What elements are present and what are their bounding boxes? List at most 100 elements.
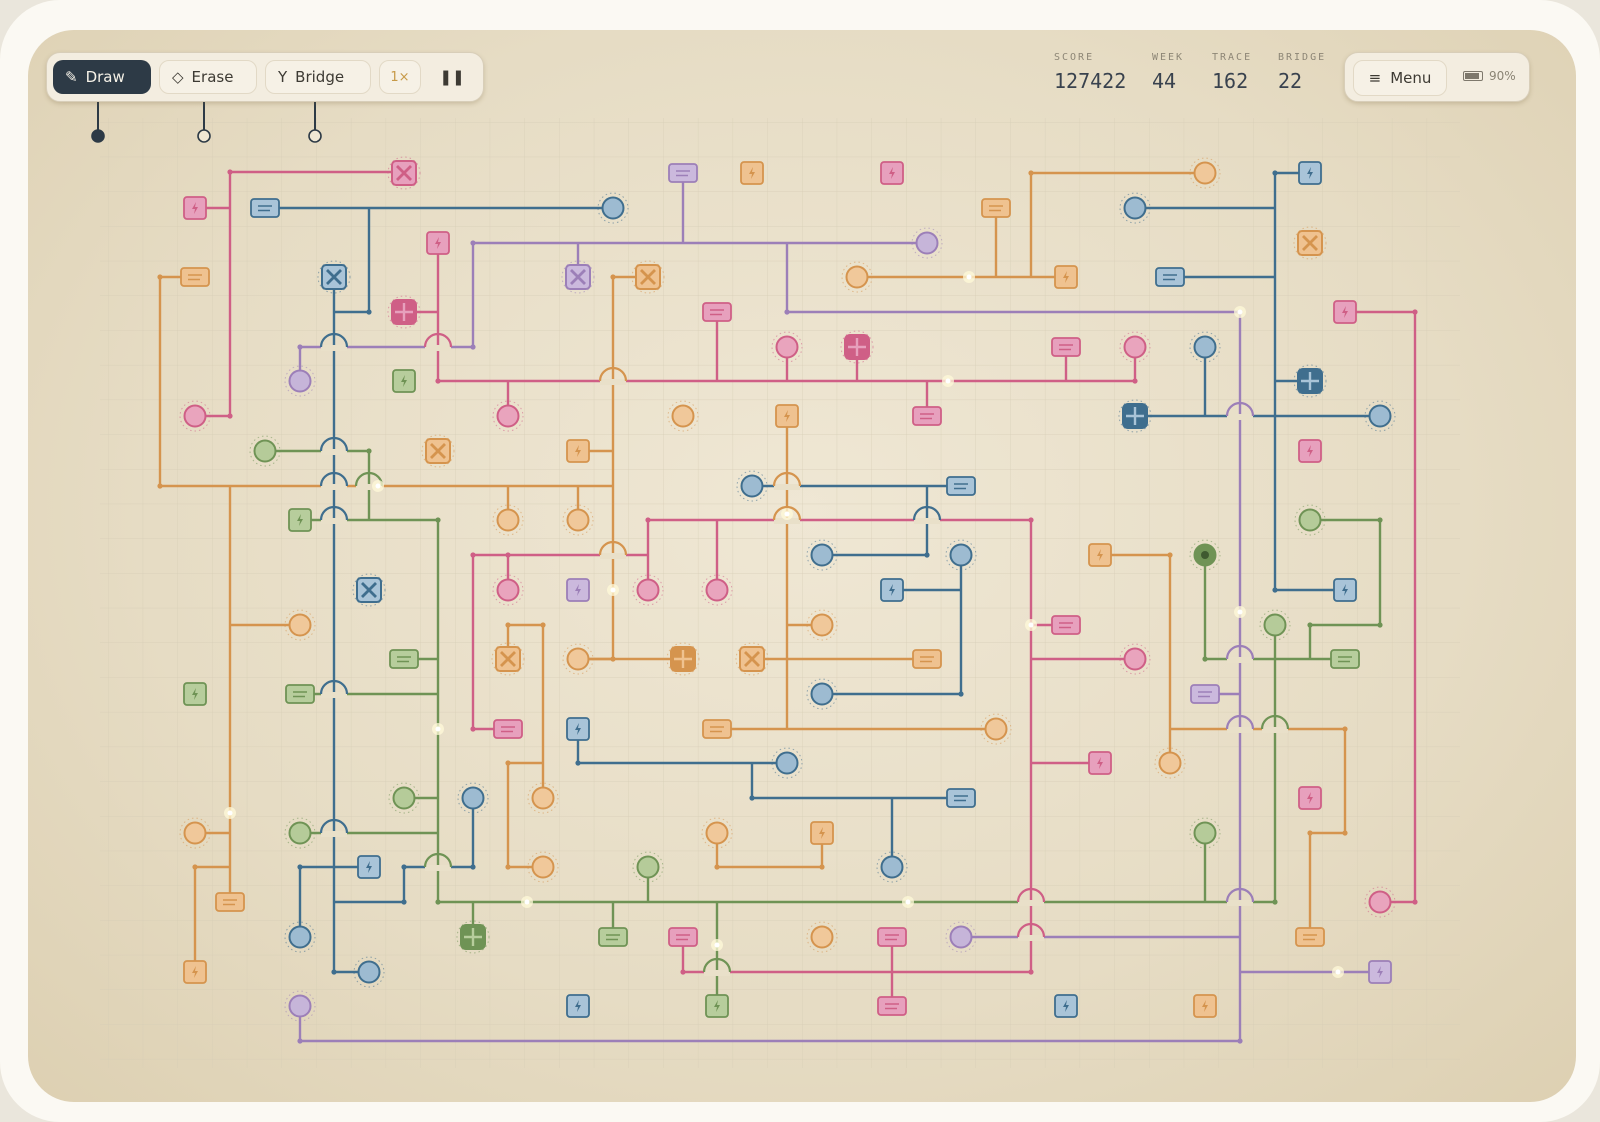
- server-icon[interactable]: [946, 788, 976, 808]
- bolt-icon[interactable]: [566, 439, 590, 463]
- station-node[interactable]: [1364, 400, 1396, 432]
- server-icon[interactable]: [668, 163, 698, 183]
- bolt-icon[interactable]: [566, 578, 590, 602]
- station-node[interactable]: [562, 643, 594, 675]
- station-node[interactable]: [1119, 192, 1151, 224]
- station-node[interactable]: [980, 713, 1012, 745]
- station-node[interactable]: [284, 365, 316, 397]
- cross-icon[interactable]: [735, 642, 769, 676]
- plus-icon[interactable]: [1293, 364, 1327, 398]
- server-icon[interactable]: [1155, 267, 1185, 287]
- bolt-icon[interactable]: [740, 161, 764, 185]
- station-node[interactable]: [527, 782, 559, 814]
- station-node[interactable]: [667, 400, 699, 432]
- server-icon[interactable]: [1051, 337, 1081, 357]
- station-node[interactable]: [597, 192, 629, 224]
- bolt-icon[interactable]: [426, 231, 450, 255]
- server-icon[interactable]: [877, 927, 907, 947]
- cross-icon[interactable]: [421, 434, 455, 468]
- station-node[interactable]: [284, 990, 316, 1022]
- plus-icon[interactable]: [456, 920, 490, 954]
- bolt-icon[interactable]: [183, 682, 207, 706]
- station-node[interactable]: [1154, 747, 1186, 779]
- bolt-icon[interactable]: [1054, 265, 1078, 289]
- cross-icon[interactable]: [561, 260, 595, 294]
- server-icon[interactable]: [1051, 615, 1081, 635]
- bolt-icon[interactable]: [392, 369, 416, 393]
- station-node[interactable]: [284, 817, 316, 849]
- server-icon[interactable]: [981, 198, 1011, 218]
- station-node[interactable]: [249, 435, 281, 467]
- server-icon[interactable]: [215, 892, 245, 912]
- station-node[interactable]: [562, 504, 594, 536]
- cross-icon[interactable]: [317, 260, 351, 294]
- cross-icon[interactable]: [491, 642, 525, 676]
- plus-icon[interactable]: [840, 330, 874, 364]
- bolt-icon[interactable]: [1054, 994, 1078, 1018]
- station-node[interactable]: [179, 400, 211, 432]
- bolt-icon[interactable]: [1298, 161, 1322, 185]
- server-icon[interactable]: [493, 719, 523, 739]
- erase-button[interactable]: ◇ Erase: [159, 60, 257, 94]
- server-icon[interactable]: [702, 302, 732, 322]
- bolt-icon[interactable]: [1333, 300, 1357, 324]
- bolt-icon[interactable]: [1298, 439, 1322, 463]
- cross-icon[interactable]: [352, 573, 386, 607]
- server-icon[interactable]: [912, 406, 942, 426]
- bolt-icon[interactable]: [880, 578, 904, 602]
- station-node[interactable]: [945, 921, 977, 953]
- bolt-icon[interactable]: [1193, 994, 1217, 1018]
- station-node[interactable]: [1189, 157, 1221, 189]
- station-node[interactable]: [1294, 504, 1326, 536]
- plus-icon[interactable]: [1118, 399, 1152, 433]
- server-icon[interactable]: [389, 649, 419, 669]
- station-node[interactable]: [632, 851, 664, 883]
- station-node[interactable]: [1259, 609, 1291, 641]
- bolt-icon[interactable]: [1088, 543, 1112, 567]
- station-node[interactable]: [771, 331, 803, 363]
- plus-icon[interactable]: [666, 642, 700, 676]
- server-icon[interactable]: [702, 719, 732, 739]
- plus-icon[interactable]: [387, 295, 421, 329]
- menu-button[interactable]: ≡ Menu: [1353, 60, 1447, 96]
- bolt-icon[interactable]: [357, 855, 381, 879]
- station-node[interactable]: [492, 400, 524, 432]
- circuit-board[interactable]: [28, 30, 1576, 1102]
- station-node[interactable]: [806, 539, 838, 571]
- station-node[interactable]: [388, 782, 420, 814]
- station-node[interactable]: [911, 227, 943, 259]
- server-icon[interactable]: [1330, 649, 1360, 669]
- station-node[interactable]: [806, 921, 838, 953]
- server-icon[interactable]: [180, 267, 210, 287]
- station-node[interactable]: [701, 574, 733, 606]
- server-icon[interactable]: [668, 927, 698, 947]
- server-icon[interactable]: [946, 476, 976, 496]
- pause-button[interactable]: ❚❚: [431, 60, 473, 94]
- bolt-icon[interactable]: [775, 404, 799, 428]
- station-node[interactable]: [527, 851, 559, 883]
- station-node[interactable]: [457, 782, 489, 814]
- station-node[interactable]: [1364, 886, 1396, 918]
- bolt-icon[interactable]: [183, 960, 207, 984]
- station-node[interactable]: [701, 817, 733, 849]
- station-node[interactable]: [1119, 331, 1151, 363]
- station-node[interactable]: [806, 678, 838, 710]
- server-icon[interactable]: [598, 927, 628, 947]
- station-node[interactable]: [179, 817, 211, 849]
- server-icon[interactable]: [1190, 684, 1220, 704]
- bolt-icon[interactable]: [183, 196, 207, 220]
- server-icon[interactable]: [912, 649, 942, 669]
- cross-icon[interactable]: [631, 260, 665, 294]
- station-node[interactable]: [1189, 331, 1221, 363]
- bolt-icon[interactable]: [1333, 578, 1357, 602]
- bolt-icon[interactable]: [1088, 751, 1112, 775]
- bolt-icon[interactable]: [1368, 960, 1392, 984]
- bridge-button[interactable]: Y Bridge: [265, 60, 371, 94]
- station-node[interactable]: [353, 956, 385, 988]
- station-node[interactable]: [492, 574, 524, 606]
- draw-button[interactable]: ✎ Draw: [53, 60, 151, 94]
- station-node[interactable]: [284, 921, 316, 953]
- bolt-icon[interactable]: [810, 821, 834, 845]
- server-icon[interactable]: [877, 996, 907, 1016]
- station-node[interactable]: [841, 261, 873, 293]
